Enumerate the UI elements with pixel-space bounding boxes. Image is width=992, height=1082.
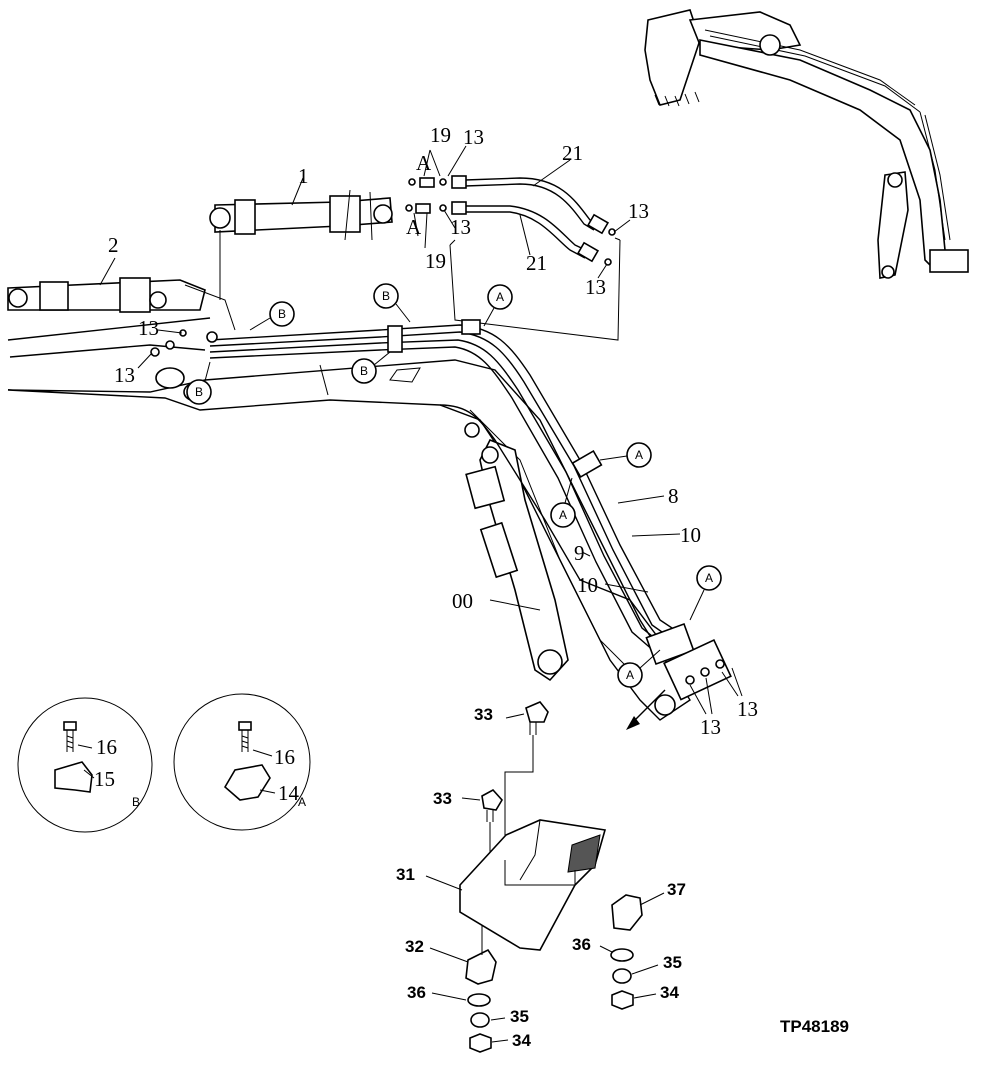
ref-b-2: B bbox=[382, 289, 390, 303]
ref-a-1: A bbox=[496, 290, 504, 304]
label-33-upper: 33 bbox=[474, 705, 493, 724]
label-35-right: 35 bbox=[663, 953, 682, 972]
boom-hydraulic-lines bbox=[150, 319, 732, 701]
label-35-left: 35 bbox=[510, 1007, 529, 1026]
label-13-c: 13 bbox=[463, 125, 484, 149]
label-21-a: 21 bbox=[562, 141, 583, 165]
letter-a-1: A bbox=[416, 151, 432, 175]
label-21-b: 21 bbox=[526, 251, 547, 275]
label-32: 32 bbox=[405, 937, 424, 956]
label-9: 9 bbox=[574, 541, 585, 565]
label-13-e: 13 bbox=[628, 199, 649, 223]
callouts bbox=[186, 283, 722, 730]
label-14: 14 bbox=[278, 781, 300, 805]
boom bbox=[7, 344, 691, 721]
label-13-b: 13 bbox=[114, 363, 135, 387]
label-10-a: 10 bbox=[680, 523, 701, 547]
ref-a-4: A bbox=[705, 571, 713, 585]
label-2: 2 bbox=[108, 233, 119, 257]
label-13-f: 13 bbox=[585, 275, 606, 299]
ref-b-1: B bbox=[278, 307, 286, 321]
label-13-h: 13 bbox=[737, 697, 758, 721]
label-19-a: 19 bbox=[430, 123, 451, 147]
label-13-a: 13 bbox=[138, 316, 159, 340]
guard-assembly bbox=[425, 701, 665, 1053]
hoses-21 bbox=[405, 175, 621, 341]
detail-a-letter: A bbox=[298, 795, 306, 809]
label-00: 00 bbox=[452, 589, 473, 613]
detail-b bbox=[17, 697, 153, 833]
label-37: 37 bbox=[667, 880, 686, 899]
letter-a-2: A bbox=[406, 215, 422, 239]
label-15: 15 bbox=[94, 767, 115, 791]
figure-id: TP48189 bbox=[780, 1017, 849, 1036]
leader-lines bbox=[99, 145, 743, 715]
label-36-left: 36 bbox=[407, 983, 426, 1002]
label-34-left: 34 bbox=[512, 1031, 531, 1050]
label-1: 1 bbox=[298, 164, 309, 188]
arm-cylinder bbox=[209, 189, 393, 300]
bucket-cylinder bbox=[465, 438, 569, 682]
label-31: 31 bbox=[396, 865, 415, 884]
ref-a-2: A bbox=[635, 448, 643, 462]
label-16-b: 16 bbox=[96, 735, 117, 759]
label-16-a: 16 bbox=[274, 745, 295, 769]
detail-b-letter: B bbox=[132, 795, 140, 809]
excavator-inset bbox=[644, 9, 969, 279]
detail-a bbox=[173, 693, 311, 831]
ref-b-3: B bbox=[360, 364, 368, 378]
label-8: 8 bbox=[668, 484, 679, 508]
label-34-right: 34 bbox=[660, 983, 679, 1002]
ref-b-4: B bbox=[195, 385, 203, 399]
ref-a-5: A bbox=[626, 668, 634, 682]
label-13-g: 13 bbox=[700, 715, 721, 739]
boom-cylinder bbox=[7, 277, 236, 341]
label-33-lower: 33 bbox=[433, 789, 452, 808]
label-19-b: 19 bbox=[425, 249, 446, 273]
label-36-right: 36 bbox=[572, 935, 591, 954]
label-13-d: 13 bbox=[450, 215, 471, 239]
label-10-b: 10 bbox=[577, 573, 598, 597]
ref-a-3: A bbox=[559, 508, 567, 522]
